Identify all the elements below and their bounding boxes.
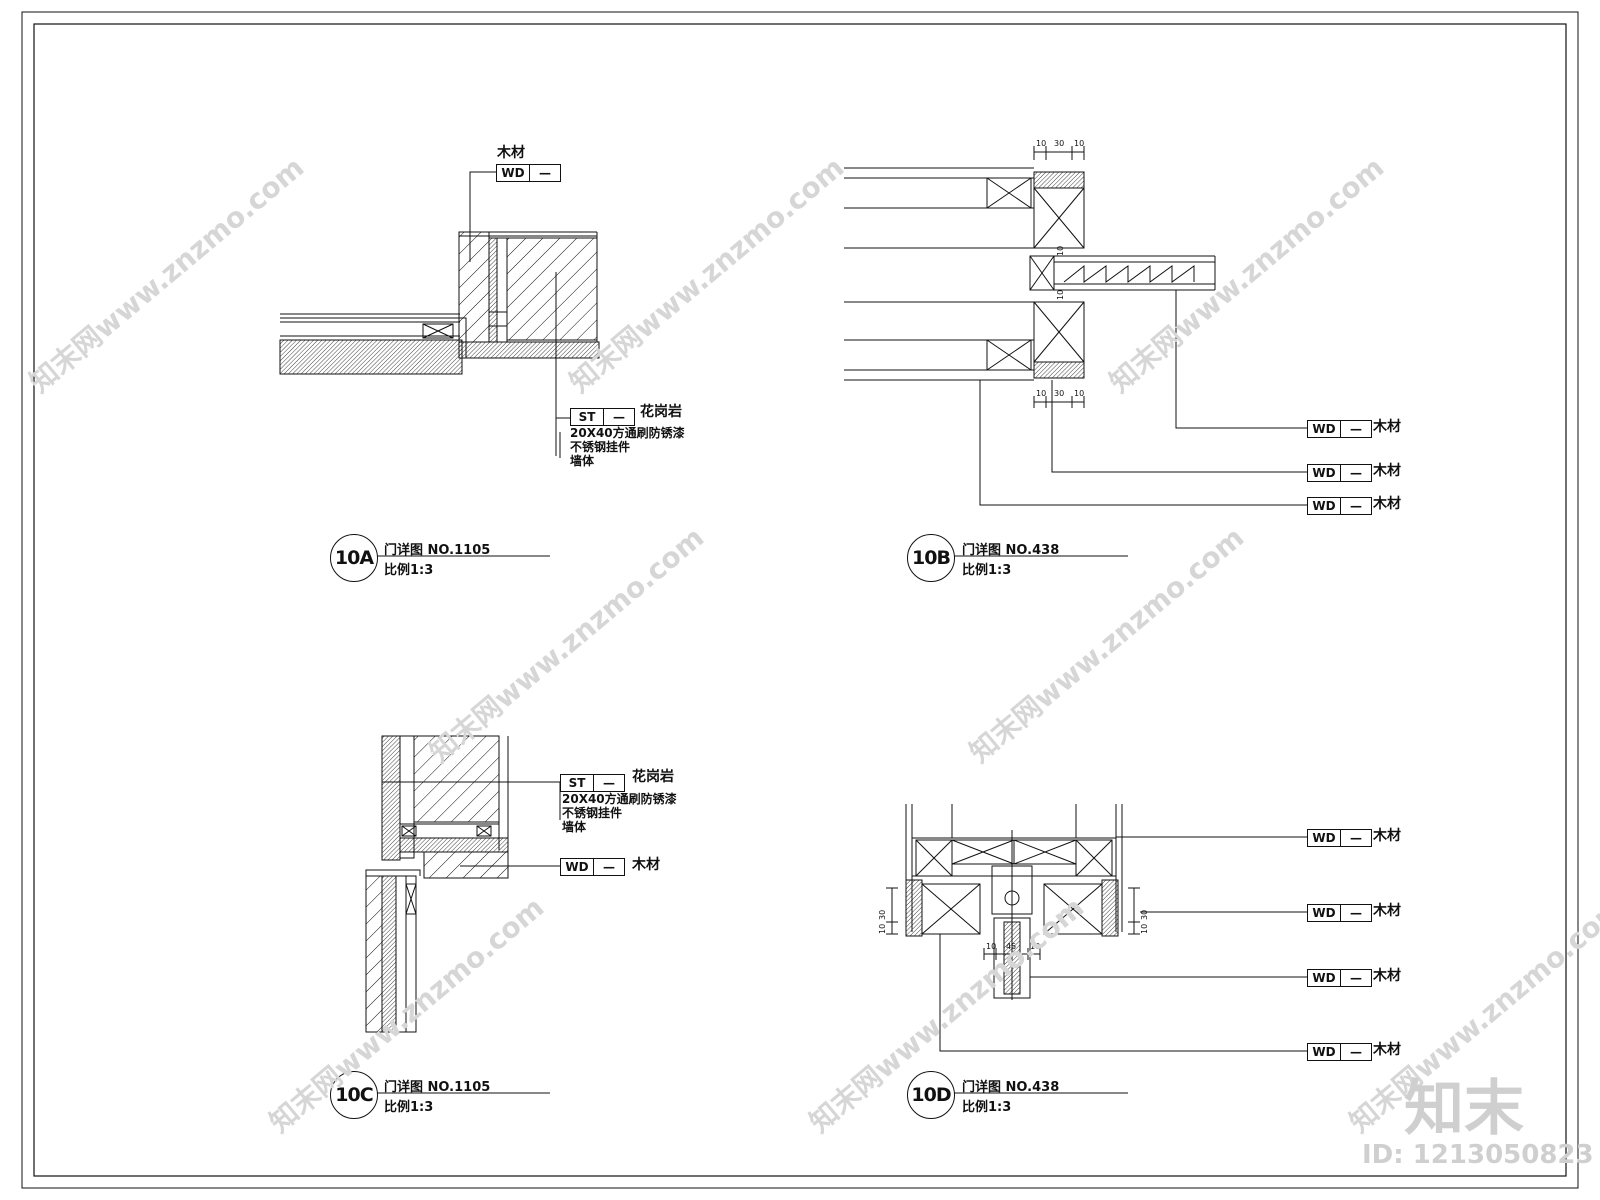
detail-bubble-10b: 10B bbox=[907, 534, 955, 582]
material-label-10c-wd: 木材 bbox=[632, 857, 660, 873]
note-10a-1: 20X40方通刷防锈漆 bbox=[570, 426, 685, 440]
detail-scale-10d: 比例1:3 bbox=[962, 1100, 1012, 1115]
dim-10d-bottom-1: 10 bbox=[986, 942, 997, 951]
dim-10b-side-1: 10 bbox=[1056, 245, 1065, 256]
material-label-10c-st: 花岗岩 bbox=[632, 769, 674, 785]
detail-bubble-10c: 10C bbox=[330, 1071, 378, 1119]
material-tag-10d-3: WD— bbox=[1307, 969, 1372, 987]
dim-10d-left-2: 10 bbox=[878, 923, 887, 934]
detail-bubble-10a: 10A bbox=[330, 534, 378, 582]
material-label-10b-2: 木材 bbox=[1373, 463, 1401, 479]
material-label-10b-3: 木材 bbox=[1373, 496, 1401, 512]
note-10c-3: 墙体 bbox=[562, 820, 587, 834]
detail-bubble-10d: 10D bbox=[907, 1071, 955, 1119]
material-label-10b-1: 木材 bbox=[1373, 419, 1401, 435]
dim-10d-left-1: 30 bbox=[878, 909, 887, 920]
detail-title-10d: 门详图 NO.438 bbox=[962, 1080, 1060, 1095]
detail-scale-10b: 比例1:3 bbox=[962, 563, 1012, 578]
detail-title-10c: 门详图 NO.1105 bbox=[384, 1080, 491, 1095]
note-10c-1: 20X40方通刷防锈漆 bbox=[562, 792, 677, 806]
dim-10b-bottom-3: 10 bbox=[1074, 389, 1085, 398]
material-tag-10b-2: WD— bbox=[1307, 464, 1372, 482]
material-tag-10d-2: WD— bbox=[1307, 904, 1372, 922]
material-label-10a-st: 花岗岩 bbox=[640, 404, 682, 420]
dim-10b-side-2: 10 bbox=[1056, 289, 1065, 300]
material-tag-10c-wd: WD— bbox=[560, 858, 625, 876]
dim-10b-top-2: 30 bbox=[1054, 139, 1065, 148]
material-tag-10b-3: WD— bbox=[1307, 497, 1372, 515]
dim-10b-bottom-2: 30 bbox=[1054, 389, 1065, 398]
dim-10b-top-3: 10 bbox=[1074, 139, 1085, 148]
material-tag-10c-st: ST— bbox=[560, 774, 625, 792]
dim-10b-bottom-1: 10 bbox=[1036, 389, 1047, 398]
note-10a-3: 墙体 bbox=[570, 454, 595, 468]
note-10a-2: 不锈钢挂件 bbox=[570, 440, 631, 454]
detail-title-10a: 门详图 NO.1105 bbox=[384, 543, 491, 558]
detail-10c-drawing bbox=[365, 735, 561, 1033]
material-tag-10d-4: WD— bbox=[1307, 1043, 1372, 1061]
note-10c-2: 不锈钢挂件 bbox=[562, 806, 623, 820]
material-label-10d-1: 木材 bbox=[1373, 828, 1401, 844]
dim-10d-right-1: 30 bbox=[1140, 909, 1149, 920]
material-tag-10d-1: WD— bbox=[1307, 829, 1372, 847]
material-label-10d-3: 木材 bbox=[1373, 968, 1401, 984]
detail-title-10b: 门详图 NO.438 bbox=[962, 543, 1060, 558]
detail-scale-10c: 比例1:3 bbox=[384, 1100, 434, 1115]
watermark-brand: 知末 bbox=[1404, 1074, 1524, 1144]
detail-scale-10a: 比例1:3 bbox=[384, 563, 434, 578]
outer-border bbox=[21, 11, 1579, 1189]
material-tag-10b-1: WD— bbox=[1307, 420, 1372, 438]
material-tag-10a-wd: WD— bbox=[496, 164, 561, 182]
material-label-10a-wd: 木材 bbox=[497, 145, 525, 161]
material-tag-10a-st: ST— bbox=[570, 408, 635, 426]
detail-10d-drawing bbox=[886, 804, 1307, 1052]
inner-border bbox=[33, 23, 1567, 1177]
material-label-10d-4: 木材 bbox=[1373, 1042, 1401, 1058]
dim-10d-right-2: 10 bbox=[1140, 923, 1149, 934]
dim-10d-bottom-2: 45 bbox=[1006, 942, 1017, 951]
dim-10b-top-1: 10 bbox=[1036, 139, 1047, 148]
material-label-10d-2: 木材 bbox=[1373, 903, 1401, 919]
watermark-id: ID: 1213050823 bbox=[1362, 1140, 1594, 1170]
detail-10b-drawing bbox=[844, 146, 1307, 506]
detail-10a-drawing bbox=[279, 171, 600, 458]
dim-10d-bottom-3: 10 bbox=[1030, 942, 1041, 951]
